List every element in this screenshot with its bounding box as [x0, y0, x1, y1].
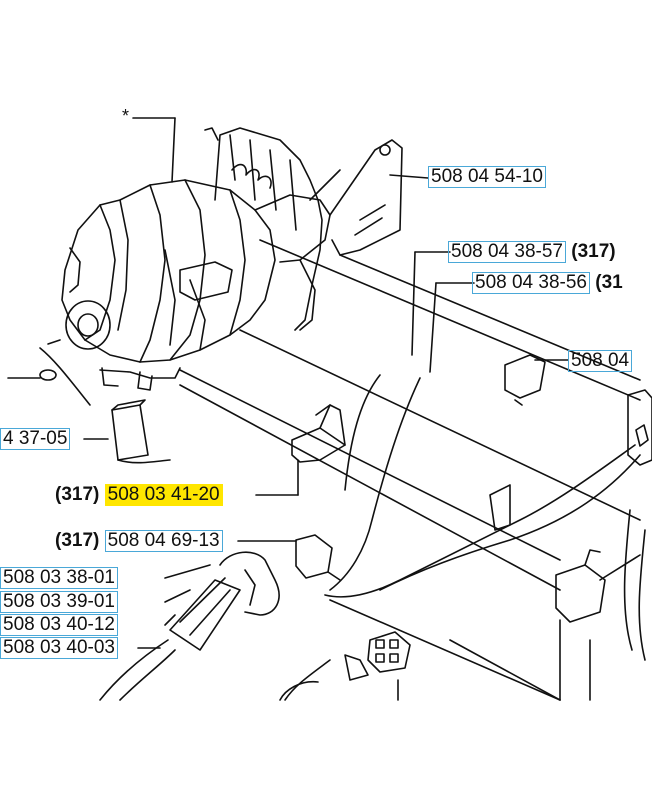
part-label-508045410[interactable]: 508 04 54-10 — [428, 166, 546, 188]
power-cord — [99, 551, 319, 701]
bracket-part — [309, 139, 403, 256]
microswitch-lower — [295, 534, 341, 581]
reference-number: (31 — [595, 272, 623, 293]
part-label-508043856[interactable]: 508 04 38-56 (31 — [472, 272, 623, 294]
part-number[interactable]: 508 03 40-12 — [0, 614, 118, 636]
switch-far-right — [627, 389, 652, 466]
part-label-508033801[interactable]: 508 03 38-01 — [0, 567, 118, 589]
frame-lines — [179, 239, 641, 701]
part-number[interactable]: 4 37-05 — [0, 428, 71, 450]
connector-block — [367, 631, 411, 673]
wire-harness — [284, 374, 646, 701]
carbon-brush — [111, 399, 171, 464]
leader-lines — [7, 117, 591, 701]
part-label-508043857[interactable]: 508 04 38-57 (317) — [448, 241, 616, 263]
part-label-508034003[interactable]: 508 03 40-03 — [0, 637, 118, 659]
part-label-4-37-05[interactable]: 4 37-05 — [0, 428, 71, 450]
part-label-508046913[interactable]: (317) 508 04 69-13 — [55, 530, 223, 552]
part-number[interactable]: 508 03 40-03 — [0, 637, 118, 659]
part-number[interactable]: 508 04 38-57 — [448, 241, 566, 263]
part-number[interactable]: 508 03 38-01 — [0, 567, 118, 589]
part-label-50804-right[interactable]: 508 04 — [568, 350, 633, 372]
part-number-highlighted[interactable]: 508 03 41-20 — [104, 484, 223, 506]
star-mark: * — [122, 106, 130, 126]
microswitch-right — [555, 549, 641, 623]
part-number[interactable]: 508 04 38-56 — [472, 272, 590, 294]
part-label-508033901[interactable]: 508 03 39-01 — [0, 591, 118, 613]
part-number[interactable]: 508 04 54-10 — [428, 166, 546, 188]
part-number[interactable]: 508 04 — [568, 350, 633, 372]
reference-number: (317) — [55, 484, 100, 505]
part-label-508034012[interactable]: 508 03 40-12 — [0, 614, 118, 636]
microswitch-left — [291, 404, 346, 463]
switch-top-right — [504, 354, 546, 406]
part-number[interactable]: 508 04 69-13 — [104, 530, 223, 552]
part-label-508034120[interactable]: (317) 508 03 41-20 — [55, 484, 223, 506]
part-number[interactable]: 508 03 39-01 — [0, 591, 118, 613]
motor-assembly — [61, 127, 331, 391]
reference-number: (317) — [571, 241, 616, 262]
reference-number: (317) — [55, 530, 100, 551]
spring-part — [39, 339, 91, 406]
